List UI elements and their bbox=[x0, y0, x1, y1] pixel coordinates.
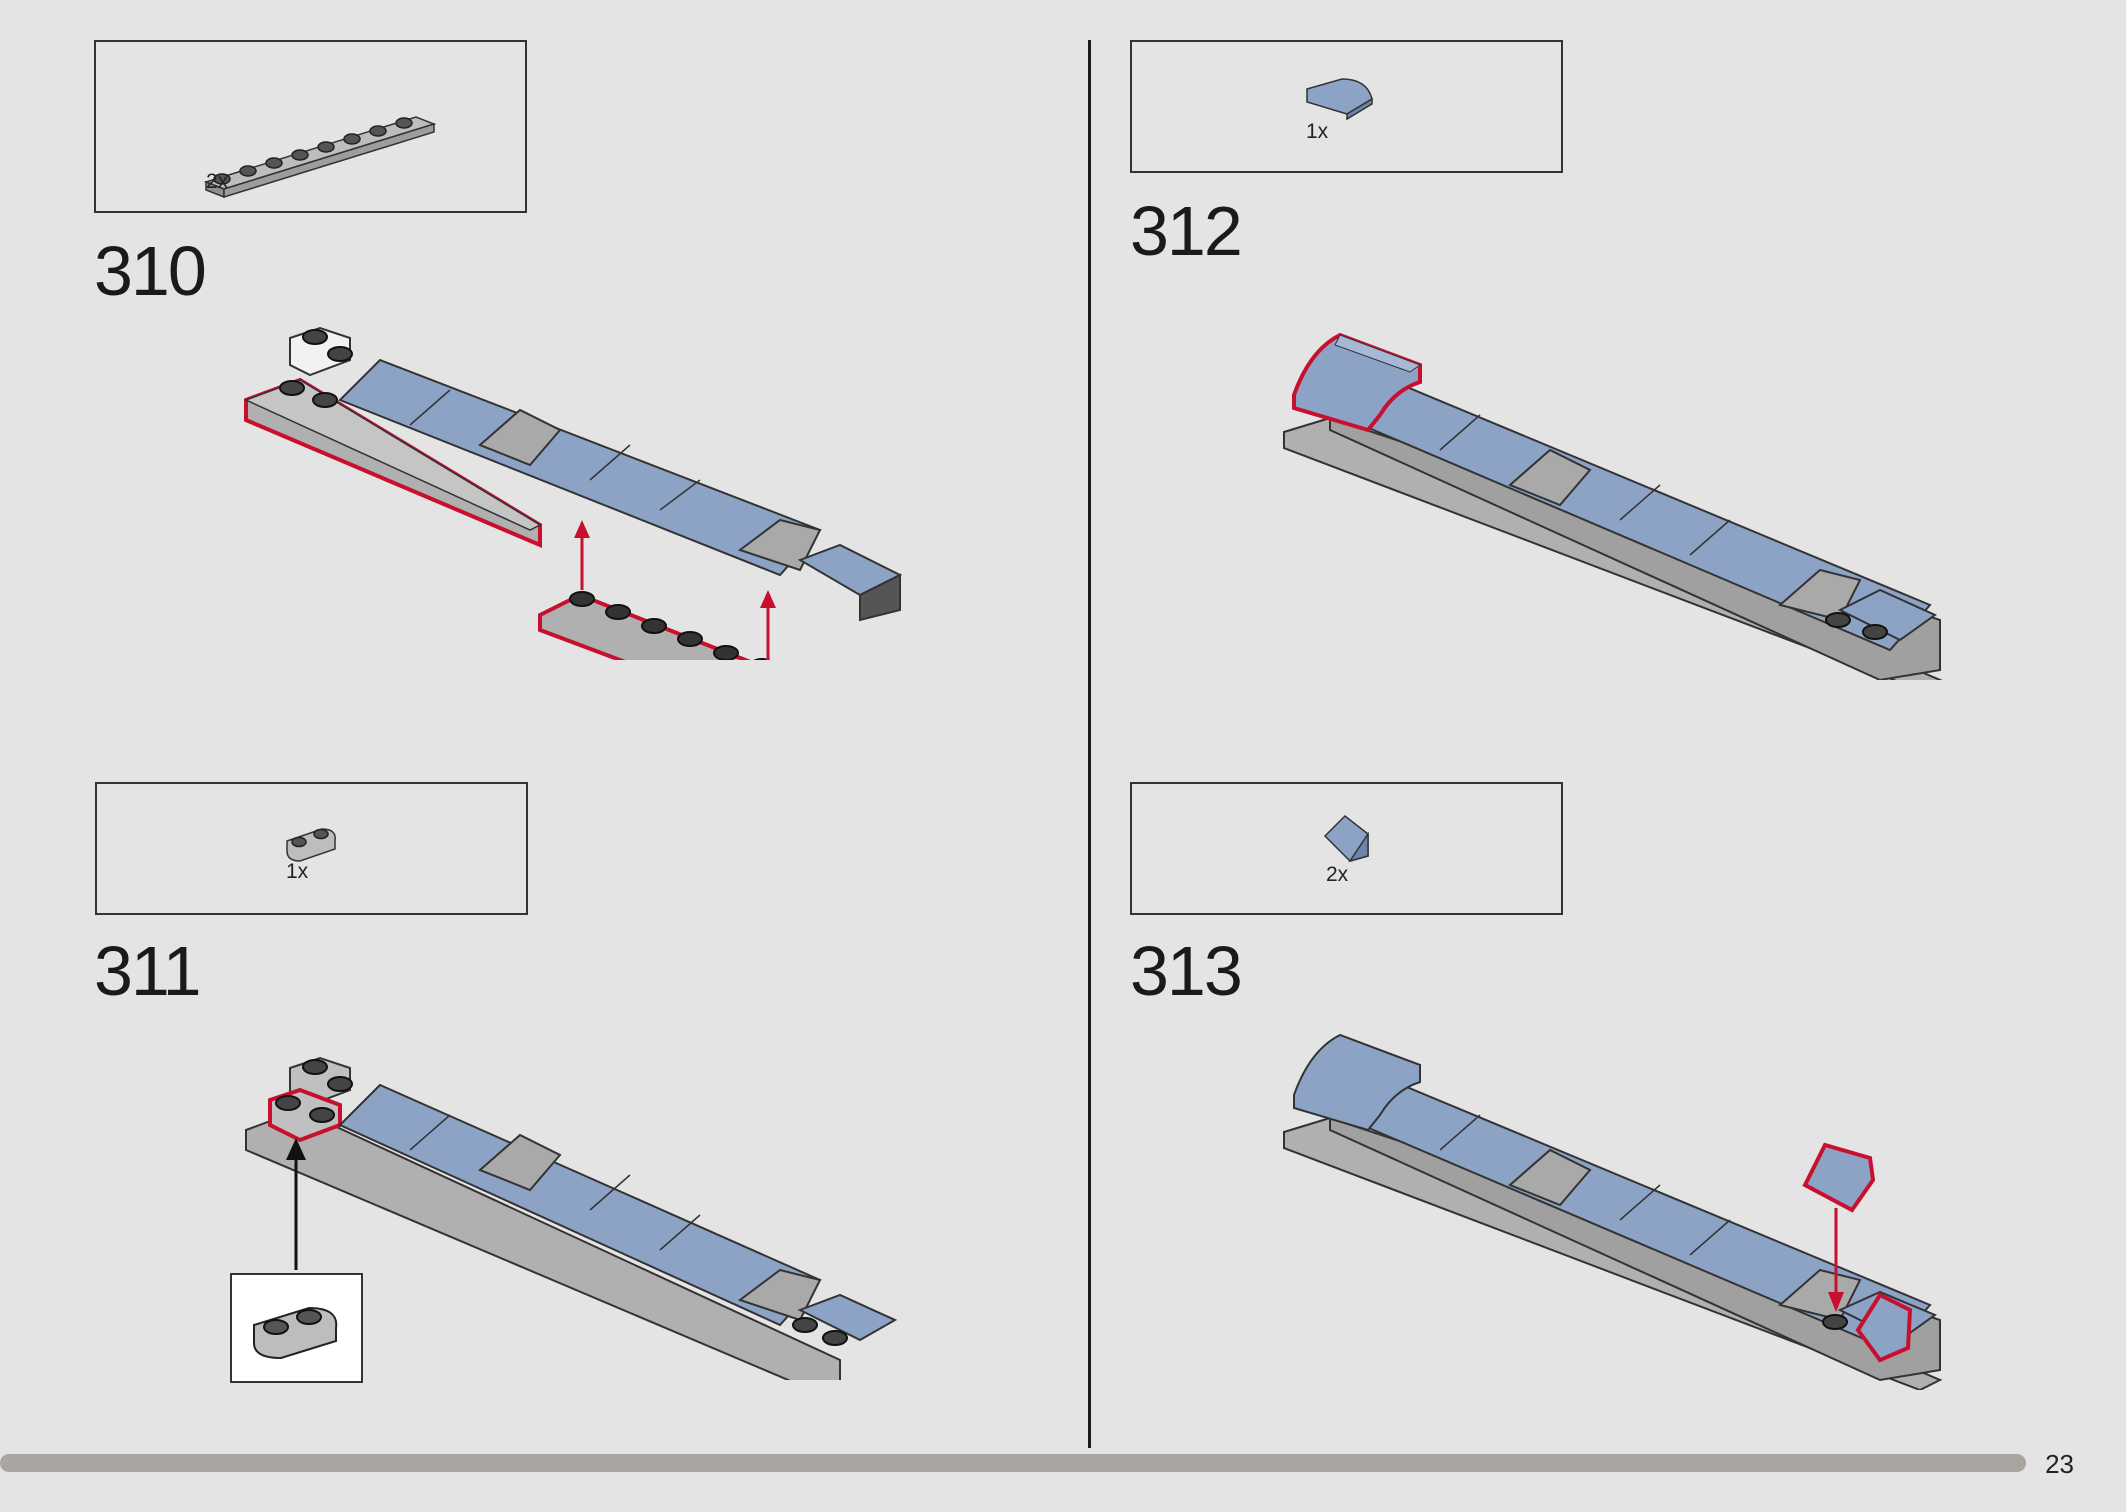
grey-1x2-rounded-plate-icon bbox=[253, 1306, 338, 1360]
step-310-model-illustration bbox=[244, 326, 903, 660]
parts-quantity: 1x bbox=[1306, 120, 1329, 143]
page-divider bbox=[1088, 40, 1091, 1448]
step-313-model-illustration bbox=[1283, 1033, 1943, 1390]
blue-wedge-slope-icon bbox=[1323, 815, 1369, 863]
step-number: 312 bbox=[1130, 192, 1243, 270]
page-number: 23 bbox=[2045, 1449, 2074, 1479]
progress-bar bbox=[0, 1454, 2026, 1472]
step-number: 311 bbox=[94, 932, 202, 1010]
grey-1x8-plate-icon bbox=[203, 116, 437, 199]
parts-callout-312: 1x bbox=[1130, 40, 1563, 173]
parts-callout-310: 2x bbox=[94, 40, 527, 213]
parts-quantity: 1x bbox=[286, 860, 309, 883]
step-311-model-illustration bbox=[245, 1056, 898, 1380]
parts-callout-313: 2x bbox=[1130, 782, 1563, 915]
grey-1x2-rounded-plate-icon bbox=[286, 828, 336, 862]
step-number: 313 bbox=[1130, 932, 1243, 1010]
step-number: 310 bbox=[94, 232, 207, 310]
parts-quantity: 2x bbox=[206, 170, 229, 193]
parts-callout-311: 1x bbox=[95, 782, 528, 915]
parts-quantity: 2x bbox=[1326, 863, 1349, 886]
blue-curved-slope-icon bbox=[1306, 78, 1373, 121]
step-312-model-illustration bbox=[1283, 332, 1943, 680]
sub-assembly-callout bbox=[230, 1273, 363, 1383]
